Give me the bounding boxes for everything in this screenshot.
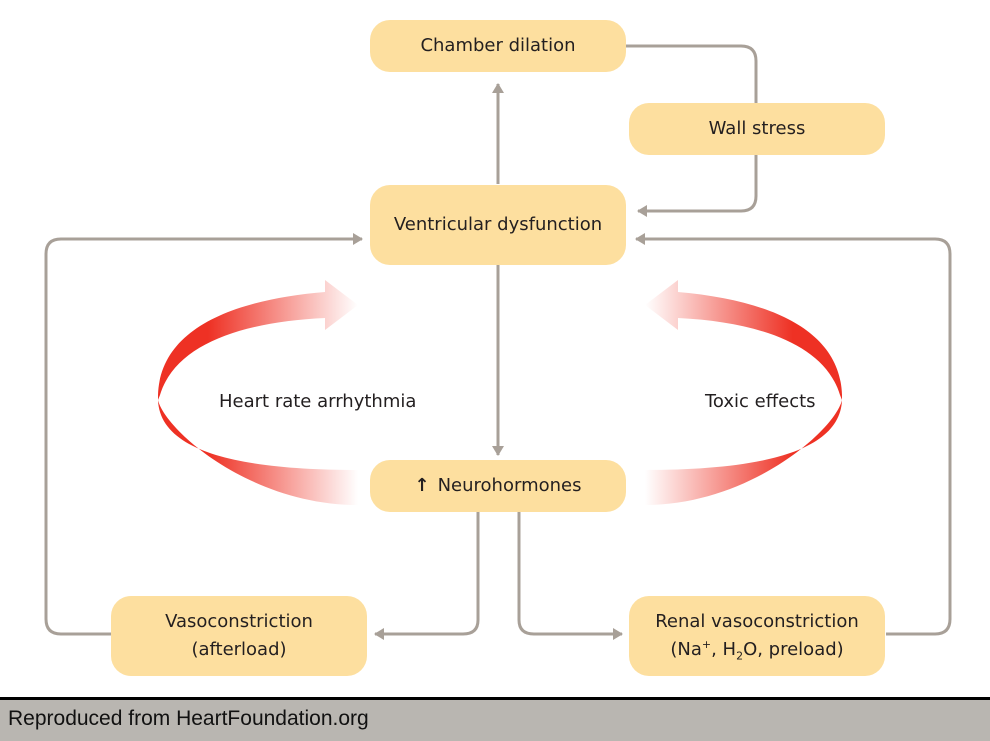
renal-2-subscript: 2 bbox=[736, 649, 744, 663]
node-neurohormones: ↑ Neurohormones bbox=[370, 460, 626, 512]
loop-arrow-right bbox=[645, 280, 842, 505]
edge-chamber-to-wallstress bbox=[626, 44, 758, 103]
loop-label-right: Toxic effects bbox=[705, 391, 816, 412]
footer-credit-text: Reproduced from HeartFoundation.org bbox=[8, 707, 369, 730]
renal-o-preload: O, preload) bbox=[743, 639, 844, 660]
edge-wallstress-to-ventricular bbox=[637, 155, 758, 217]
node-ventricular-dysfunction-label: Ventricular dysfunction bbox=[393, 214, 603, 235]
edge-vasoconstriction-to-ventricular bbox=[44, 233, 363, 636]
node-chamber-dilation-label: Chamber dilation bbox=[420, 35, 576, 56]
node-ventricular-dysfunction: Ventricular dysfunction bbox=[370, 185, 626, 265]
node-vasoconstriction-line2: (afterload) bbox=[191, 639, 287, 660]
renal-plus-superscript: + bbox=[701, 638, 712, 651]
edge-neurohormones-to-vasoconstriction bbox=[374, 512, 480, 640]
connector-layer bbox=[44, 44, 952, 640]
node-neurohormones-label: Neurohormones bbox=[437, 475, 582, 496]
node-renal-line1: Renal vasoconstriction bbox=[655, 611, 859, 632]
node-chamber-dilation: Chamber dilation bbox=[370, 20, 626, 72]
edge-neurohormones-to-renal bbox=[517, 512, 623, 640]
loop-label-left: Heart rate arrhythmia bbox=[219, 391, 417, 412]
node-wall-stress-label: Wall stress bbox=[708, 118, 806, 139]
heart-failure-diagram: Chamber dilation Wall stress Ventricular… bbox=[44, 20, 952, 676]
loop-arrow-left bbox=[158, 280, 358, 505]
increase-arrow-icon: ↑ bbox=[414, 475, 430, 496]
node-vasoconstriction: Vasoconstriction (afterload) bbox=[111, 596, 367, 676]
node-renal-vasoconstriction: Renal vasoconstriction (Na+, H2O, preloa… bbox=[629, 596, 885, 676]
node-renal-line2: (Na+, H2O, preload) bbox=[670, 636, 843, 664]
renal-na: (Na bbox=[670, 639, 702, 660]
footer-credit-bar: Reproduced from HeartFoundation.org bbox=[0, 697, 990, 741]
node-vasoconstriction-line1: Vasoconstriction bbox=[165, 611, 313, 632]
node-wall-stress: Wall stress bbox=[629, 103, 885, 155]
edge-renal-to-ventricular bbox=[635, 233, 952, 636]
renal-h: , H bbox=[711, 639, 737, 660]
